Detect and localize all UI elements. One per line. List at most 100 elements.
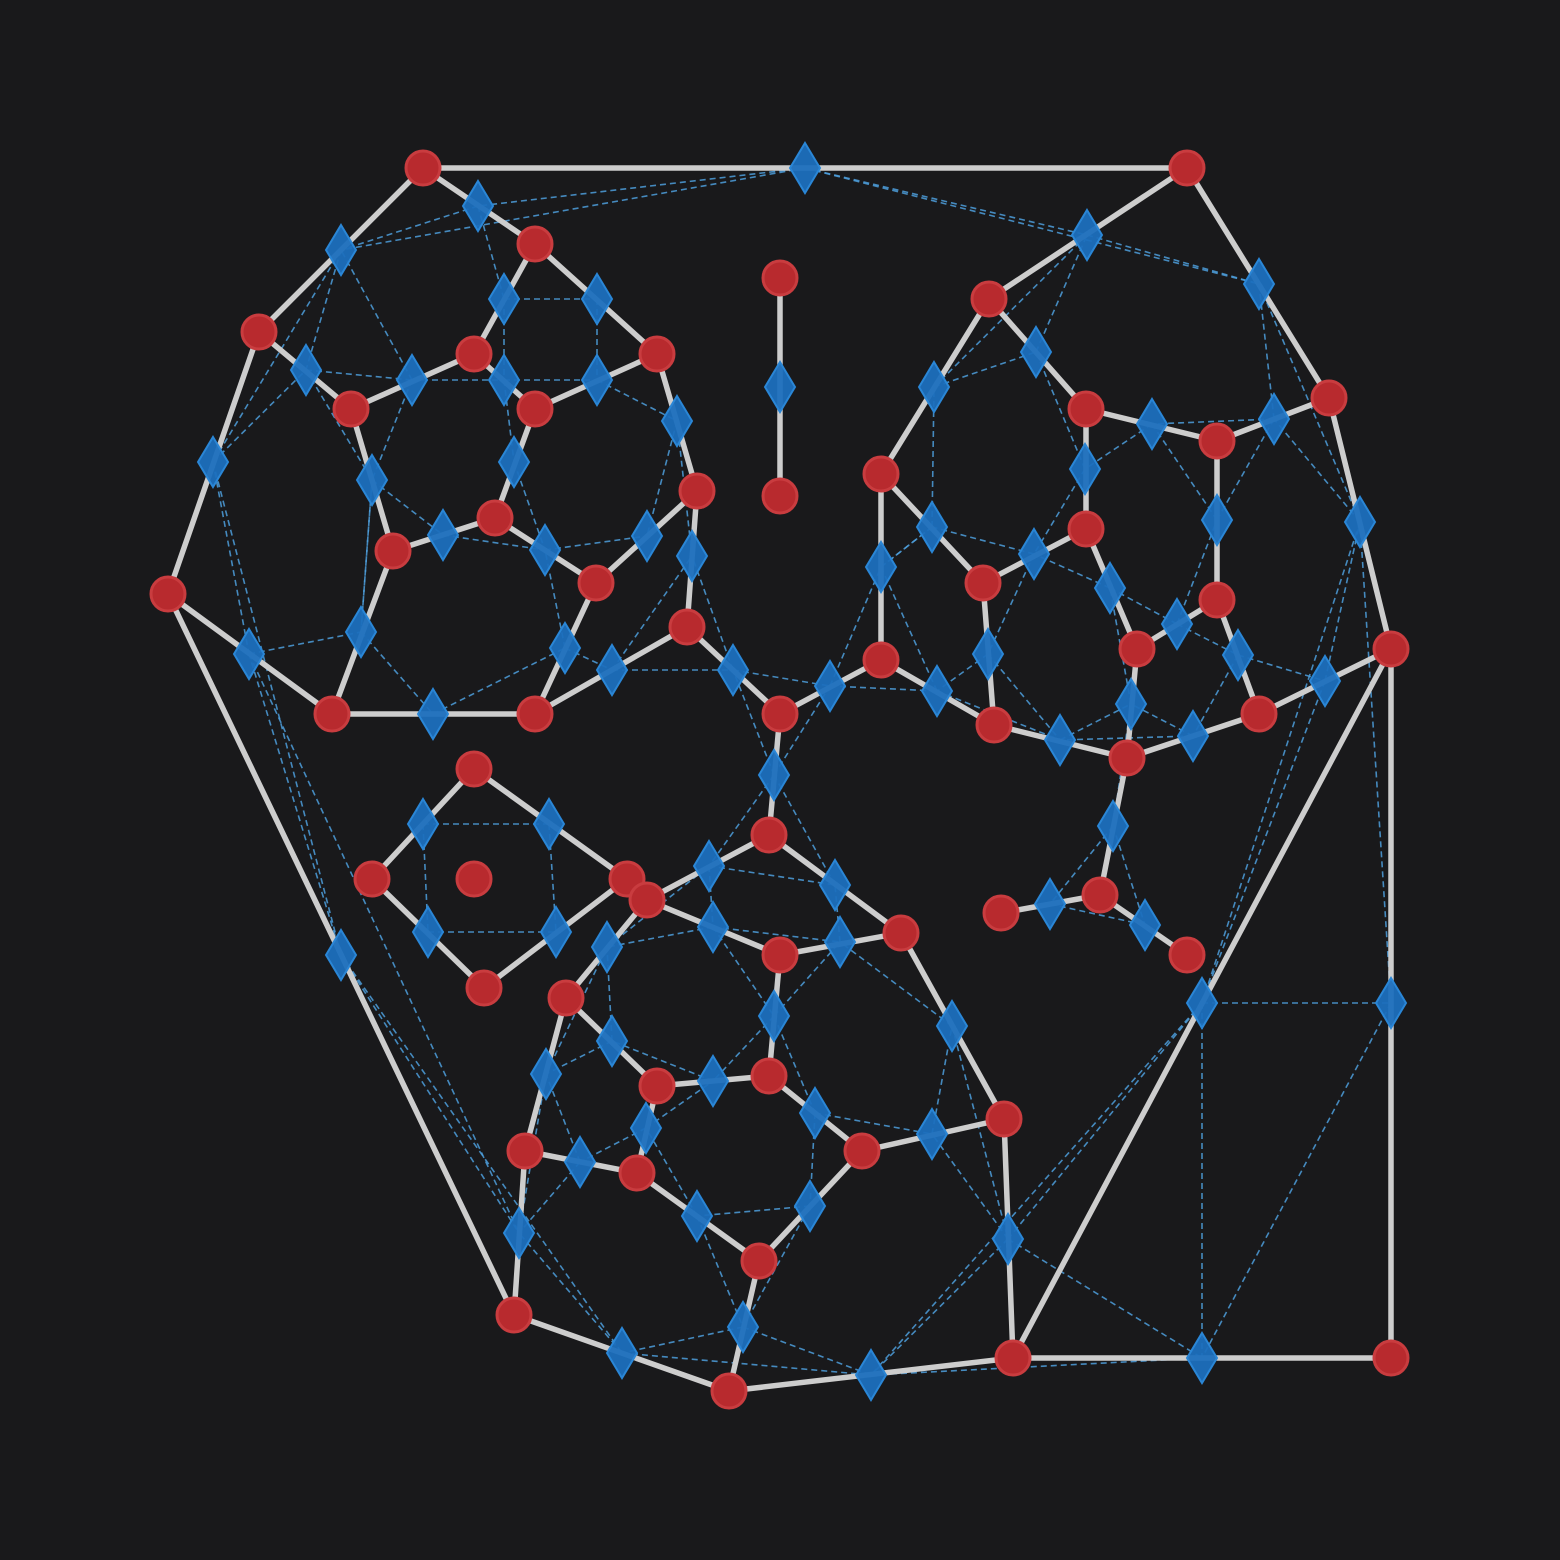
diamond-marker-icon [1221, 628, 1255, 682]
diamond-marker-icon [1257, 392, 1291, 446]
vertex-node-icon [455, 335, 493, 373]
vertex-node-icon [761, 695, 799, 733]
vertex-node-icon [678, 472, 716, 510]
dual-line [1059, 735, 1194, 741]
dual-line [621, 1352, 872, 1376]
diamond-marker-icon [1096, 799, 1130, 853]
diamond-marker-icon [1200, 493, 1234, 547]
diamond-marker-icon [692, 839, 726, 893]
diamond-marker-icon [915, 1107, 949, 1161]
dual-line [936, 690, 1061, 741]
vertex-node-icon [1108, 739, 1146, 777]
diamond-marker-icon [823, 915, 857, 969]
diamond-marker-icon [590, 920, 624, 974]
vertex-node-icon [332, 390, 370, 428]
diamond-marker-icon [1160, 597, 1194, 651]
diamond-marker-icon [1343, 495, 1377, 549]
diamond-marker-icon [716, 643, 750, 697]
dual-line [933, 351, 1037, 388]
dual-line [951, 1025, 1009, 1240]
vertex-node-icon [516, 225, 554, 263]
dual-line [340, 249, 413, 381]
diamond-marker-icon [1070, 208, 1104, 262]
dual-line [1035, 351, 1086, 470]
dual-line [645, 1127, 698, 1217]
diamond-marker-icon [528, 523, 562, 577]
dual-line [1359, 521, 1392, 1004]
diamond-marker-icon [1033, 877, 1067, 931]
dual-line [371, 479, 444, 536]
dual-line [248, 631, 362, 655]
vertex-node-icon [985, 1100, 1023, 1138]
diamond-marker-icon [1185, 976, 1219, 1030]
diamond-marker-icon [1135, 397, 1169, 451]
diamond-marker-icon [818, 858, 852, 912]
vertex-node-icon [628, 881, 666, 919]
dual-line [712, 926, 841, 943]
vertex-node-icon [1240, 695, 1278, 733]
diamond-marker-icon [395, 353, 429, 407]
vertex-node-icon [516, 695, 554, 733]
dual-line [773, 1015, 816, 1114]
dual-line [742, 1205, 811, 1328]
diamond-marker-icon [539, 905, 573, 959]
dual-line [1201, 680, 1326, 1004]
dual-line [518, 1161, 581, 1234]
diamond-marker-icon [461, 179, 495, 233]
vertex-node-icon [638, 335, 676, 373]
dual-line [1201, 1002, 1392, 1359]
diamond-marker-icon [920, 664, 954, 718]
dual-line [870, 1002, 1203, 1376]
dual-line [360, 479, 373, 633]
dual-line [732, 669, 775, 776]
vertex-node-icon [710, 1372, 748, 1410]
dual-line [987, 653, 1061, 741]
dual-line [1033, 468, 1086, 555]
vertex-node-icon [506, 1132, 544, 1170]
dual-line [712, 926, 775, 1017]
dual-line [371, 379, 413, 481]
vertex-node-icon [994, 1339, 1032, 1377]
dual-line [708, 774, 775, 867]
diamond-marker-icon [696, 1054, 730, 1108]
diamond-marker-icon [1242, 257, 1276, 311]
diamond-marker-icon [864, 540, 898, 594]
dual-line [1007, 1002, 1203, 1240]
vertex-node-icon [455, 860, 493, 898]
dual-line [931, 1133, 1009, 1240]
dual-line [340, 954, 520, 1234]
diamond-marker-icon [813, 659, 847, 713]
dual-line [1151, 418, 1275, 425]
vertex-node-icon [495, 1296, 533, 1334]
vertex-node-icon [882, 914, 920, 952]
vertex-node-icon [638, 1067, 676, 1105]
vertex-node-icon [476, 499, 514, 537]
vertex-node-icon [740, 1242, 778, 1280]
dual-line [742, 1326, 872, 1376]
vertex-node-icon [465, 969, 503, 1007]
vertex-node-icon [862, 455, 900, 493]
dual-line [829, 566, 882, 687]
vertex-node-icon [618, 1154, 656, 1192]
diamond-marker-icon [1176, 709, 1210, 763]
dual-line [305, 369, 373, 481]
diamond-marker-icon [487, 272, 521, 326]
dual-line [477, 167, 806, 207]
diamond-marker-icon [595, 1014, 629, 1068]
diamond-marker-icon [355, 453, 389, 507]
dual-line [933, 234, 1088, 388]
dual-line [880, 566, 938, 692]
diamond-marker-icon [1185, 1331, 1219, 1385]
vertex-node-icon [1198, 422, 1236, 460]
diamond-marker-icon [917, 360, 951, 414]
diamond-marker-icon [1128, 898, 1162, 952]
dual-line [1007, 1238, 1203, 1359]
diamond-marker-icon [675, 529, 709, 583]
diamond-marker-icon [324, 223, 358, 277]
dual-line [544, 535, 648, 551]
dual-line [212, 461, 250, 655]
diamond-marker-icon [660, 394, 694, 448]
dual-line [611, 555, 693, 671]
diamond-marker-icon [580, 353, 614, 407]
vertices [149, 149, 1410, 1410]
